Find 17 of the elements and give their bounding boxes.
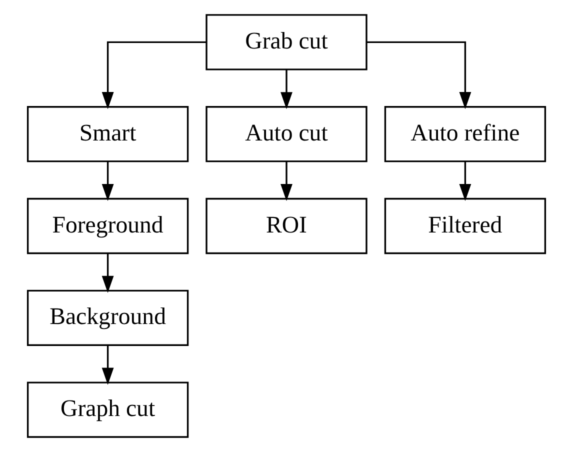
arrow — [280, 70, 292, 110]
arrow — [101, 254, 114, 293]
node-box: Grab cut — [205, 14, 367, 70]
node-box: Smart — [26, 106, 188, 162]
node-box: Foreground — [26, 198, 188, 254]
arrow — [366, 41, 471, 110]
arrow — [280, 162, 292, 202]
node-box: Graph cut — [26, 382, 188, 438]
arrow — [101, 41, 206, 110]
node-box: Filtered — [384, 198, 546, 254]
arrow — [101, 162, 114, 202]
arrow — [458, 162, 471, 202]
arrow — [101, 345, 114, 385]
node-box: Auto cut — [205, 106, 367, 162]
node-box: ROI — [205, 198, 367, 254]
node-box: Background — [26, 290, 188, 346]
node-box: Auto refine — [384, 106, 546, 162]
